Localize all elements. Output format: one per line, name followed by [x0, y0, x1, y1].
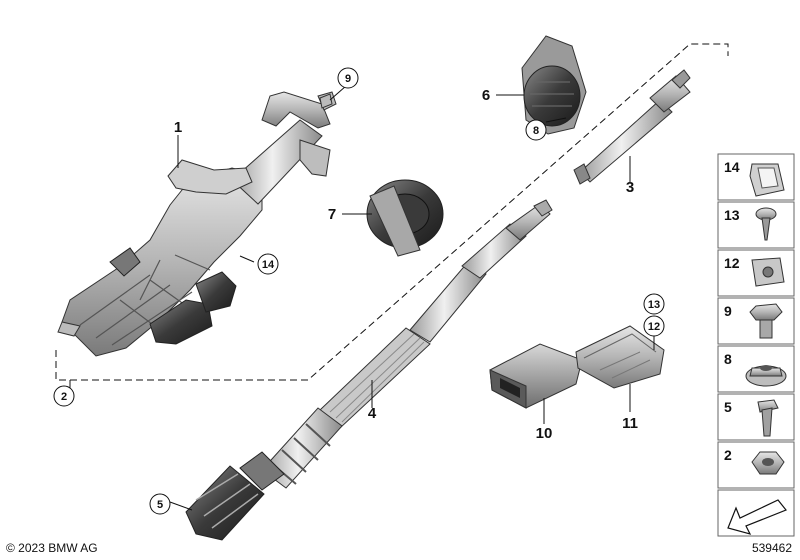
gaiter-part [521, 35, 587, 135]
hardware-sidebar: 14 13 12 9 [717, 153, 795, 537]
sidebar-item-label: 8 [724, 351, 732, 367]
callout-1: 1 [174, 119, 182, 136]
callout-circle-12: 12 [643, 315, 665, 337]
sidebar-item-8: 8 [717, 345, 795, 393]
callout-9: 9 [345, 73, 351, 85]
direction-box [717, 489, 795, 537]
callout-6: 6 [482, 87, 490, 104]
steering-column-part [57, 91, 337, 357]
universal-joint-part [185, 451, 285, 541]
sidebar-item-label: 12 [724, 255, 740, 271]
intermediate-shaft-part [261, 199, 553, 489]
callout-13: 13 [648, 299, 660, 311]
hex-nut-icon [751, 451, 785, 475]
callout-circle-14: 14 [257, 253, 279, 275]
bolt-icon [757, 399, 779, 437]
direction-arrow-icon [727, 499, 787, 535]
sidebar-item-2: 2 [717, 441, 795, 489]
nut-clip-icon [751, 257, 785, 287]
hex-bolt-icon [749, 303, 783, 339]
callout-4: 4 [368, 405, 377, 422]
upper-steering-shaft-part [573, 69, 691, 185]
callout-circle-5: 5 [149, 493, 171, 515]
callout-11: 11 [622, 415, 638, 432]
callout-7: 7 [328, 206, 336, 223]
control-unit-part [489, 343, 583, 409]
sidebar-item-label: 13 [724, 207, 740, 223]
screw-icon [755, 207, 777, 241]
callout-circle-9: 9 [337, 67, 359, 89]
sidebar-item-label: 9 [724, 303, 732, 319]
callout-12: 12 [648, 321, 660, 333]
callout-circle-2: 2 [53, 385, 75, 407]
clip-icon [749, 163, 785, 197]
assembly-dashed-line [55, 43, 729, 381]
callout-circle-8: 8 [525, 119, 547, 141]
mounting-bracket-part [575, 325, 665, 389]
leader-line-8 [545, 117, 567, 123]
copyright-text: © 2023 BMW AG [6, 541, 98, 555]
flange-nut-icon [745, 365, 787, 387]
callout-8: 8 [533, 125, 539, 137]
callout-3: 3 [626, 179, 634, 196]
sidebar-item-label: 2 [724, 447, 732, 463]
callout-2: 2 [61, 391, 67, 403]
leader-line-14 [239, 255, 255, 263]
bolt-part-9 [319, 93, 333, 109]
leader-line-5 [169, 501, 193, 511]
sidebar-item-14: 14 [717, 153, 795, 201]
diagram-id: 539462 [751, 541, 792, 555]
callout-5: 5 [157, 499, 163, 511]
callout-10: 10 [536, 425, 553, 442]
leader-line-9 [329, 85, 347, 101]
sidebar-item-5: 5 [717, 393, 795, 441]
sidebar-item-label: 14 [724, 159, 740, 175]
clock-spring-part [366, 179, 444, 257]
callout-14: 14 [262, 259, 275, 271]
sidebar-item-12: 12 [717, 249, 795, 297]
sidebar-item-9: 9 [717, 297, 795, 345]
sidebar-item-label: 5 [724, 399, 732, 415]
callout-circle-13: 13 [643, 293, 665, 315]
sidebar-item-13: 13 [717, 201, 795, 249]
